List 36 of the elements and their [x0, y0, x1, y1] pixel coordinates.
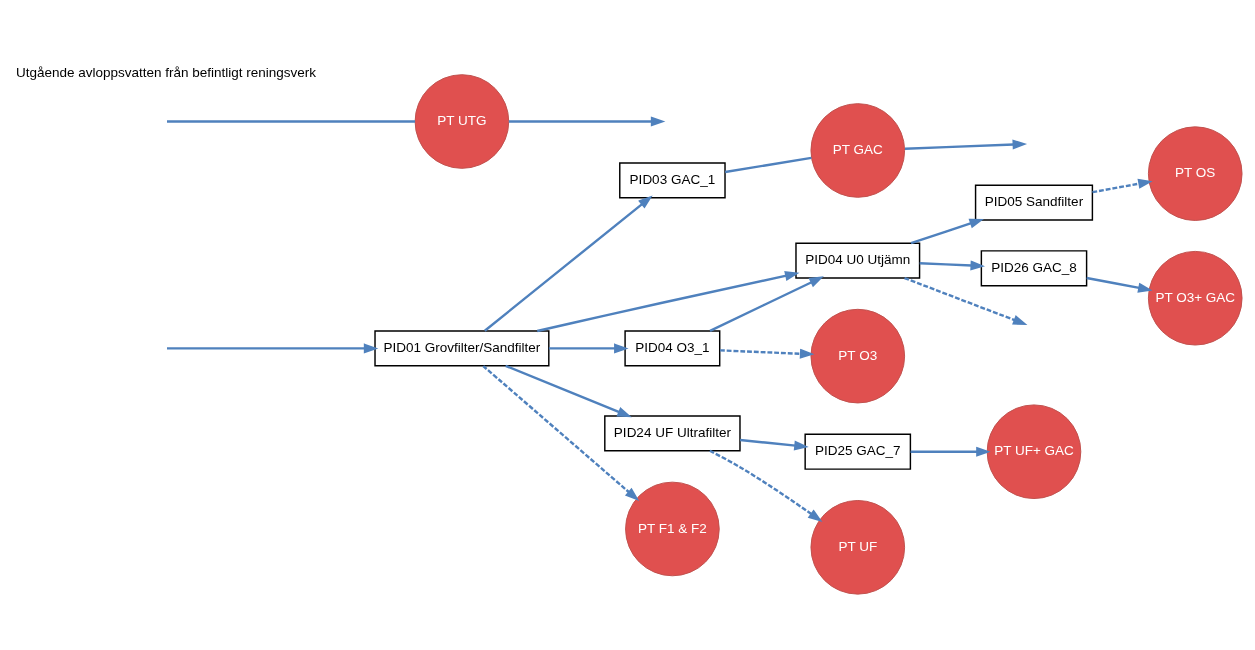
label: Utgående avloppsvatten från befintligt reningsverk — [15, 64, 317, 80]
node-circle: PT UF — [810, 500, 906, 595]
node-circle: PT GAC — [810, 103, 906, 198]
arrow — [904, 276, 1028, 326]
arrow — [709, 276, 824, 332]
node-circle: PT OS — [1147, 126, 1243, 221]
arrow — [484, 195, 653, 332]
arrow — [167, 343, 379, 354]
connector — [725, 156, 812, 174]
node-circle: PT UTG — [414, 74, 510, 169]
arrow — [482, 365, 640, 502]
arrow — [709, 449, 823, 522]
arrow — [508, 116, 666, 127]
node-box: PID01 Grovfilter/Sandfilter — [374, 330, 550, 367]
arrow — [904, 139, 1028, 150]
node-circle: PT O3+ GAC — [1147, 250, 1243, 346]
node-box: PID04 U0 Utjämn — [795, 242, 921, 279]
node-box: PID25 GAC_7 — [804, 433, 912, 470]
node-box: PID05 Sandfilter — [974, 184, 1094, 221]
node-box: PID03 GAC_1 — [619, 162, 726, 199]
node-circle: PT O3 — [810, 308, 906, 404]
arrow — [910, 446, 991, 457]
node-box: PID26 GAC_8 — [980, 250, 1088, 287]
node-circle: PT UF+ GAC — [986, 404, 1082, 500]
arrow — [1092, 178, 1153, 194]
node-box: PID04 O3_1 — [624, 330, 721, 367]
arrow — [910, 218, 984, 245]
arrow — [505, 364, 632, 418]
arrow — [536, 270, 800, 333]
connector — [167, 120, 415, 123]
arrow — [548, 343, 629, 354]
arrow — [740, 438, 809, 451]
arrow — [919, 260, 985, 271]
node-box: PID24 UF Ultrafilter — [604, 415, 741, 452]
arrow — [720, 348, 815, 359]
arrow — [1086, 276, 1153, 293]
